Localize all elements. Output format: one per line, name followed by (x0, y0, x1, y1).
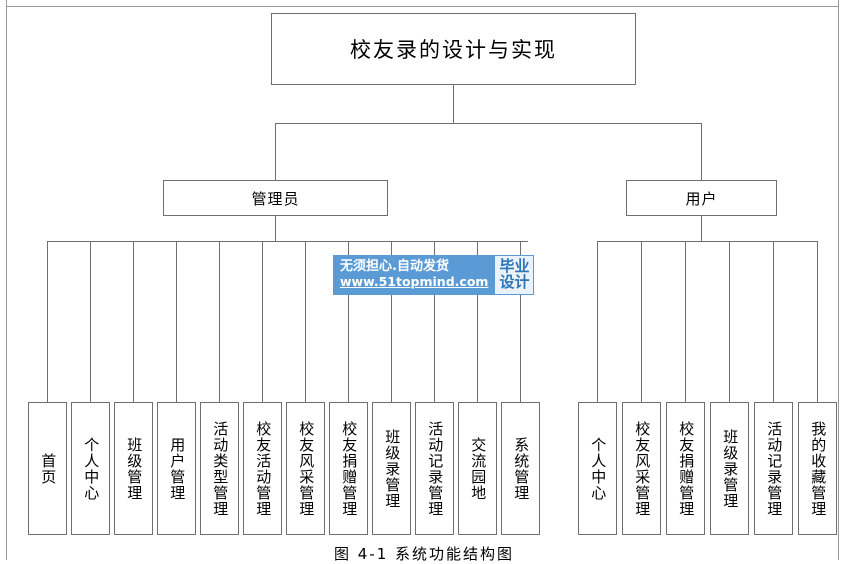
node-user-label: 用户 (685, 189, 718, 208)
node-user[interactable]: 用户 (626, 180, 777, 216)
leaf-user-1-label: 个人中心 (589, 436, 608, 501)
leaf-user-5[interactable]: 活动记录管理 (754, 402, 793, 535)
connector-user-leaf-1 (597, 241, 598, 402)
connector-admin-leaf-9 (391, 241, 392, 402)
leaf-admin-8[interactable]: 校友捐赠管理 (329, 402, 368, 535)
node-admin[interactable]: 管理员 (163, 180, 388, 216)
leaf-user-4-label: 班级录管理 (721, 428, 740, 509)
connector-admin-leaf-7 (305, 241, 306, 402)
leaf-admin-5[interactable]: 活动类型管理 (200, 402, 239, 535)
connector-admin-leaf-1 (47, 241, 48, 402)
node-root-label: 校友录的设计与实现 (350, 38, 557, 62)
watermark-badge: 毕业 设计 (494, 255, 535, 295)
connector-level1-bus (275, 123, 702, 124)
leaf-admin-7[interactable]: 校友风采管理 (286, 402, 325, 535)
connector-admin-leaf-10 (434, 241, 435, 402)
figure-caption: 图 4-1 系统功能结构图 (333, 545, 515, 563)
connector-admin-leaf-6 (262, 241, 263, 402)
watermark-line1: 无须担心.自动发货 (340, 258, 449, 274)
leaf-user-2-label: 校友风采管理 (633, 420, 652, 517)
page-border-top (6, 6, 839, 7)
connector-admin-leaf-2 (90, 241, 91, 402)
watermark-text-block: 无须担心.自动发货 www.51topmind.com (333, 255, 495, 295)
leaf-user-1[interactable]: 个人中心 (578, 402, 617, 535)
connector-admin-down (275, 216, 276, 241)
leaf-user-6-label: 我的收藏管理 (809, 420, 828, 517)
connector-user-bus (597, 241, 818, 242)
leaf-admin-1-label: 首页 (39, 452, 58, 485)
leaf-admin-10-label: 活动记录管理 (426, 420, 445, 517)
node-root[interactable]: 校友录的设计与实现 (271, 13, 636, 85)
connector-to-user (701, 123, 702, 180)
leaf-admin-9[interactable]: 班级录管理 (372, 402, 411, 535)
leaf-admin-11-label: 交流园地 (469, 436, 488, 501)
connector-user-down (701, 216, 702, 241)
connector-admin-bus (47, 241, 528, 242)
page-border-left (6, 0, 7, 560)
leaf-user-3-label: 校友捐赠管理 (677, 420, 696, 517)
leaf-user-3[interactable]: 校友捐赠管理 (666, 402, 705, 535)
leaf-admin-10[interactable]: 活动记录管理 (415, 402, 454, 535)
leaf-user-4[interactable]: 班级录管理 (710, 402, 749, 535)
leaf-admin-6-label: 校友活动管理 (254, 420, 273, 517)
leaf-user-2[interactable]: 校友风采管理 (622, 402, 661, 535)
connector-root-down (453, 85, 454, 123)
connector-admin-leaf-5 (219, 241, 220, 402)
page-border-right (838, 0, 839, 560)
leaf-admin-1[interactable]: 首页 (28, 402, 67, 535)
leaf-admin-3-label: 班级管理 (125, 436, 144, 501)
connector-user-leaf-4 (729, 241, 730, 402)
watermark-line2: www.51topmind.com (340, 274, 489, 290)
leaf-admin-3[interactable]: 班级管理 (114, 402, 153, 535)
leaf-admin-7-label: 校友风采管理 (297, 420, 316, 517)
leaf-admin-8-label: 校友捐赠管理 (340, 420, 359, 517)
leaf-admin-12-label: 系统管理 (512, 436, 531, 501)
connector-admin-leaf-3 (133, 241, 134, 402)
leaf-admin-5-label: 活动类型管理 (211, 420, 230, 517)
leaf-admin-11[interactable]: 交流园地 (458, 402, 497, 535)
node-admin-label: 管理员 (251, 189, 300, 208)
connector-user-leaf-3 (685, 241, 686, 402)
connector-admin-leaf-4 (176, 241, 177, 402)
connector-admin-leaf-11 (477, 241, 478, 402)
connector-to-admin (275, 123, 276, 180)
watermark-badge-line2: 设计 (499, 272, 530, 291)
leaf-admin-6[interactable]: 校友活动管理 (243, 402, 282, 535)
watermark-badge-line1: 毕业 (499, 257, 530, 275)
connector-user-leaf-2 (641, 241, 642, 402)
connector-admin-leaf-12 (520, 241, 521, 402)
leaf-admin-12[interactable]: 系统管理 (501, 402, 540, 535)
leaf-user-6[interactable]: 我的收藏管理 (798, 402, 837, 535)
leaf-user-5-label: 活动记录管理 (765, 420, 784, 517)
connector-user-leaf-6 (817, 241, 818, 402)
leaf-admin-4[interactable]: 用户管理 (157, 402, 196, 535)
connector-user-leaf-5 (773, 241, 774, 402)
leaf-admin-4-label: 用户管理 (168, 436, 187, 501)
leaf-admin-2[interactable]: 个人中心 (71, 402, 110, 535)
connector-admin-leaf-8 (348, 241, 349, 402)
leaf-admin-9-label: 班级录管理 (383, 428, 402, 509)
watermark-banner: 无须担心.自动发货 www.51topmind.com 毕业 设计 (333, 255, 535, 295)
leaf-admin-2-label: 个人中心 (82, 436, 101, 501)
